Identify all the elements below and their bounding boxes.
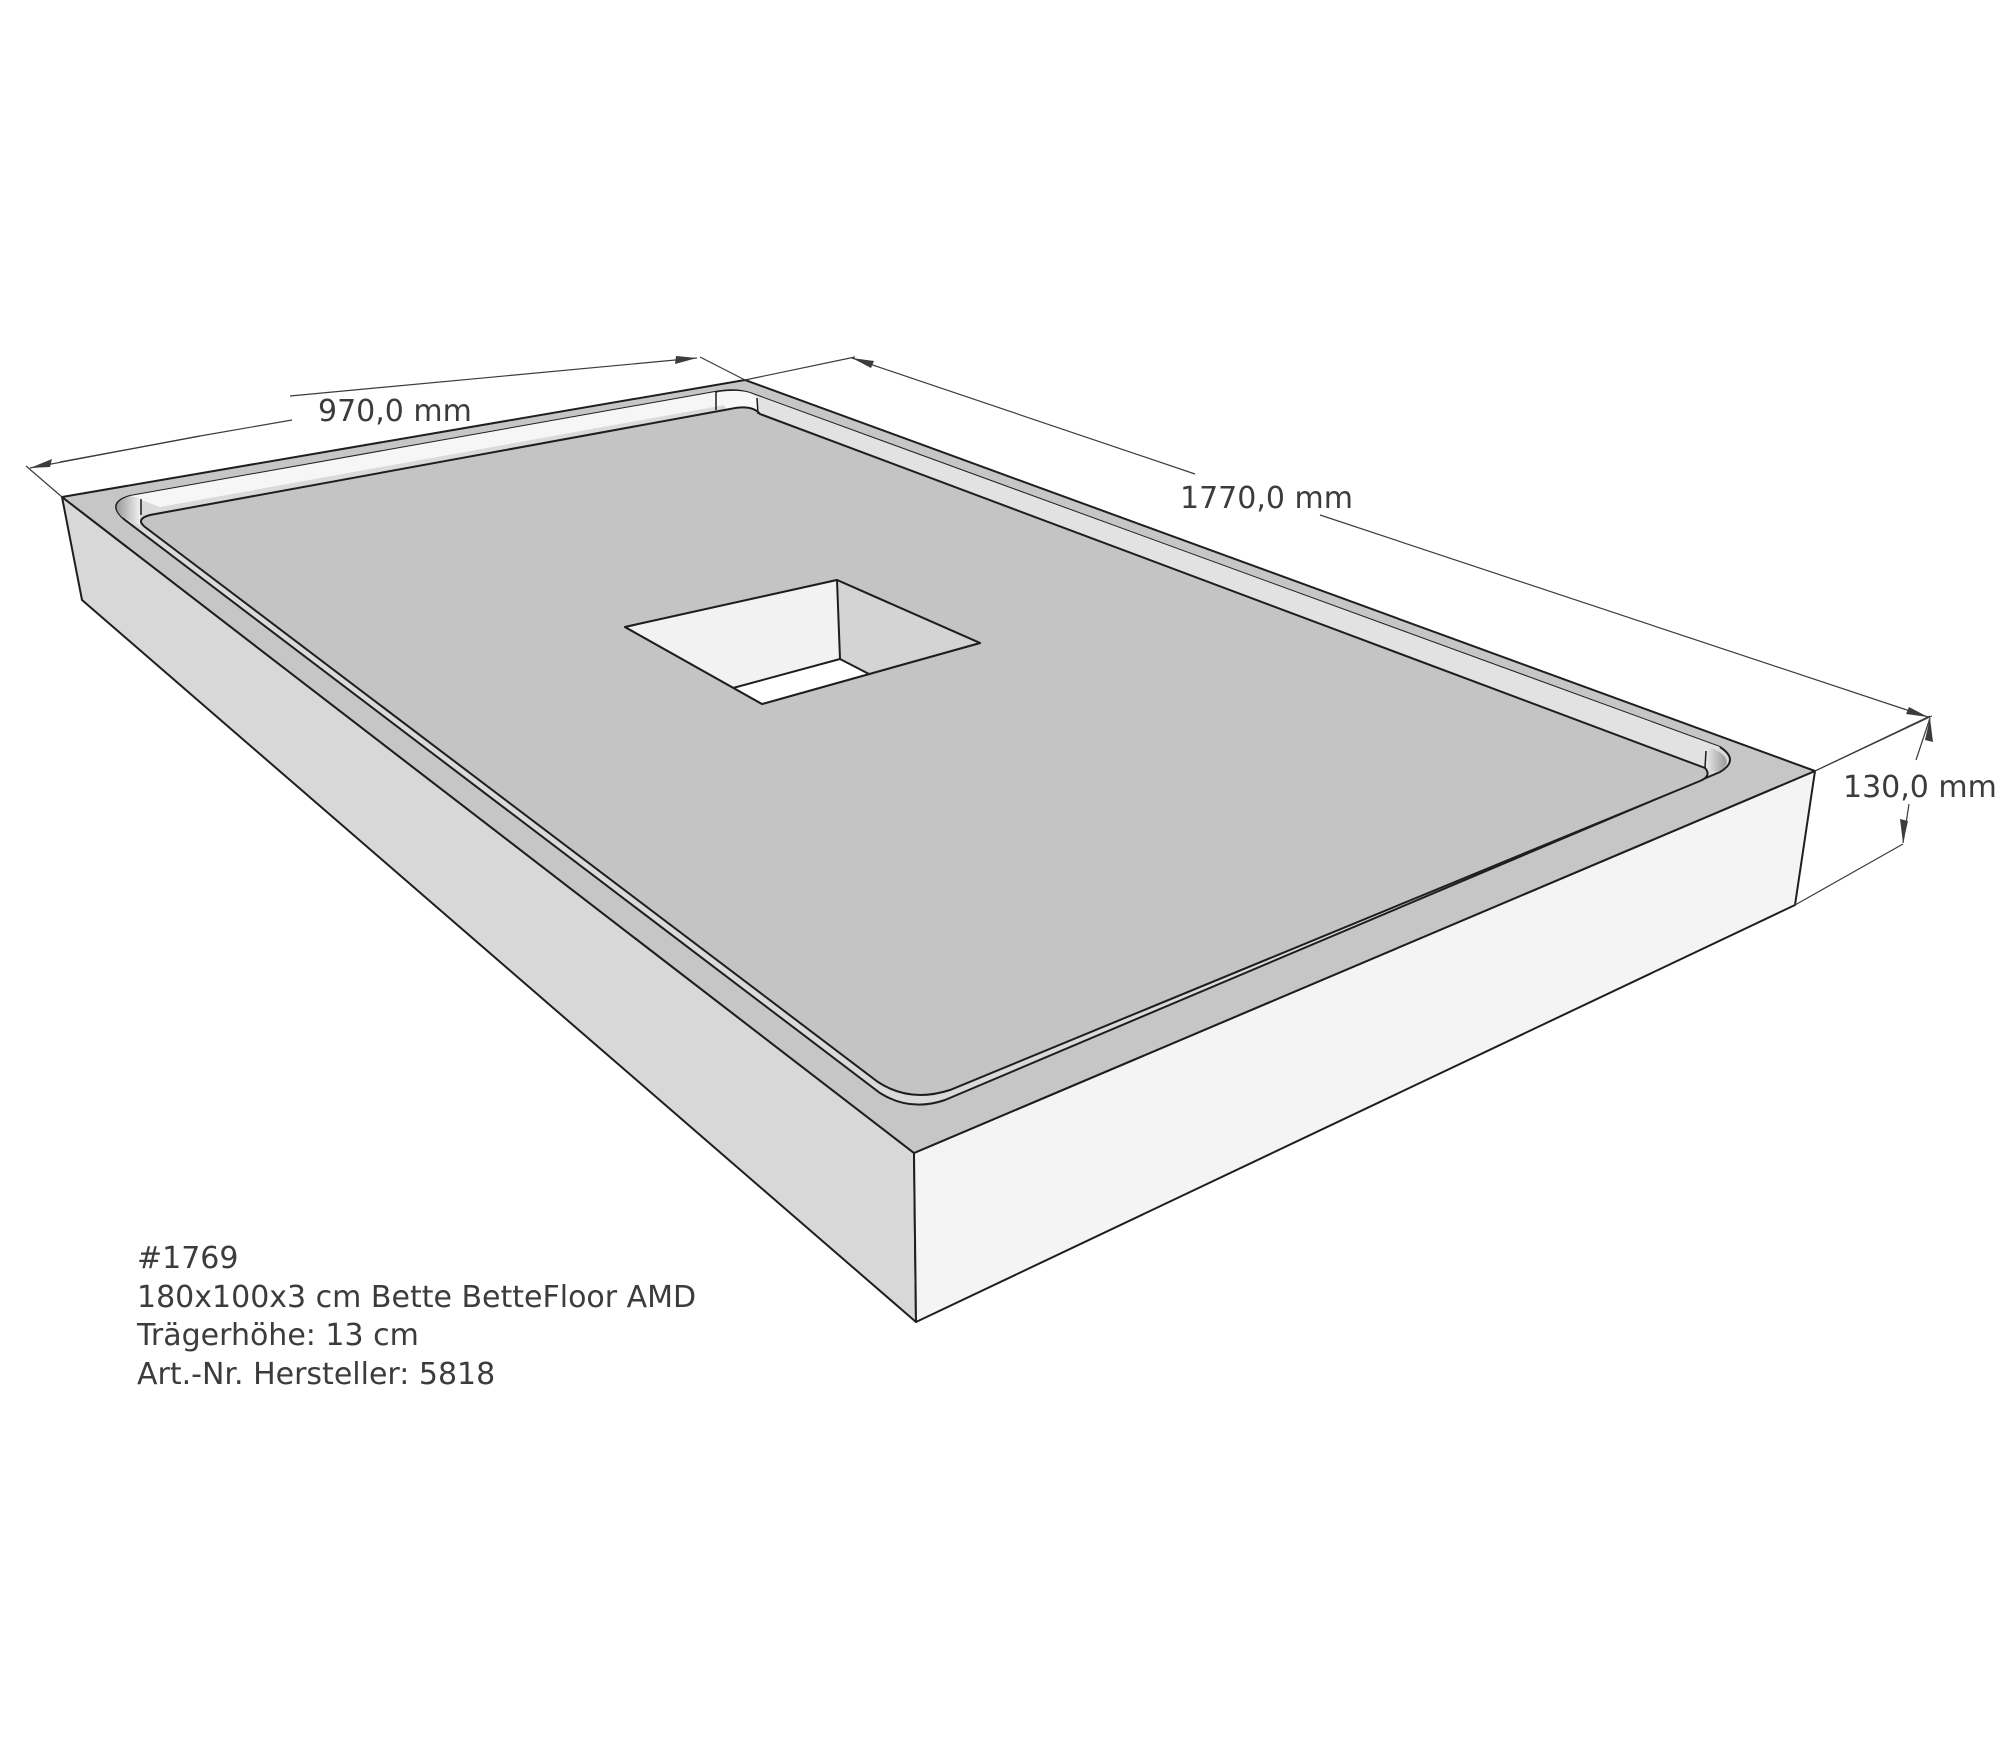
dimension-height: 130,0 mm: [1794, 715, 1997, 906]
drain-floor: [733, 659, 869, 704]
dimension-height-label: 130,0 mm: [1843, 770, 1997, 805]
caption-product: 180x100x3 cm Bette BetteFloor AMD: [137, 1279, 697, 1315]
caption-id: #1769: [137, 1241, 239, 1276]
shower-tray-carrier: [61, 379, 1816, 1323]
caption-article-number: Art.-Nr. Hersteller: 5818: [137, 1356, 496, 1392]
recess-back-wall: [130, 392, 758, 507]
recess-corner-right: [1704, 748, 1727, 772]
caption-carrier-height: Trägerhöhe: 13 cm: [137, 1318, 419, 1353]
recess-corner-left: [116, 496, 140, 525]
drain-opening: [624, 579, 981, 705]
tray-floor-surface: [140, 406, 1709, 1096]
product-caption: #1769 180x100x3 cm Bette BetteFloor AMD …: [137, 1240, 696, 1394]
dimension-length-label: 1770,0 mm: [1180, 481, 1353, 516]
dimension-width-label: 970,0 mm: [318, 394, 472, 429]
dimension-width: 970,0 mm: [25, 356, 746, 498]
drain-wall-back: [625, 580, 840, 688]
drain-wall-right: [837, 580, 980, 674]
recess-right-wall: [750, 393, 1720, 768]
